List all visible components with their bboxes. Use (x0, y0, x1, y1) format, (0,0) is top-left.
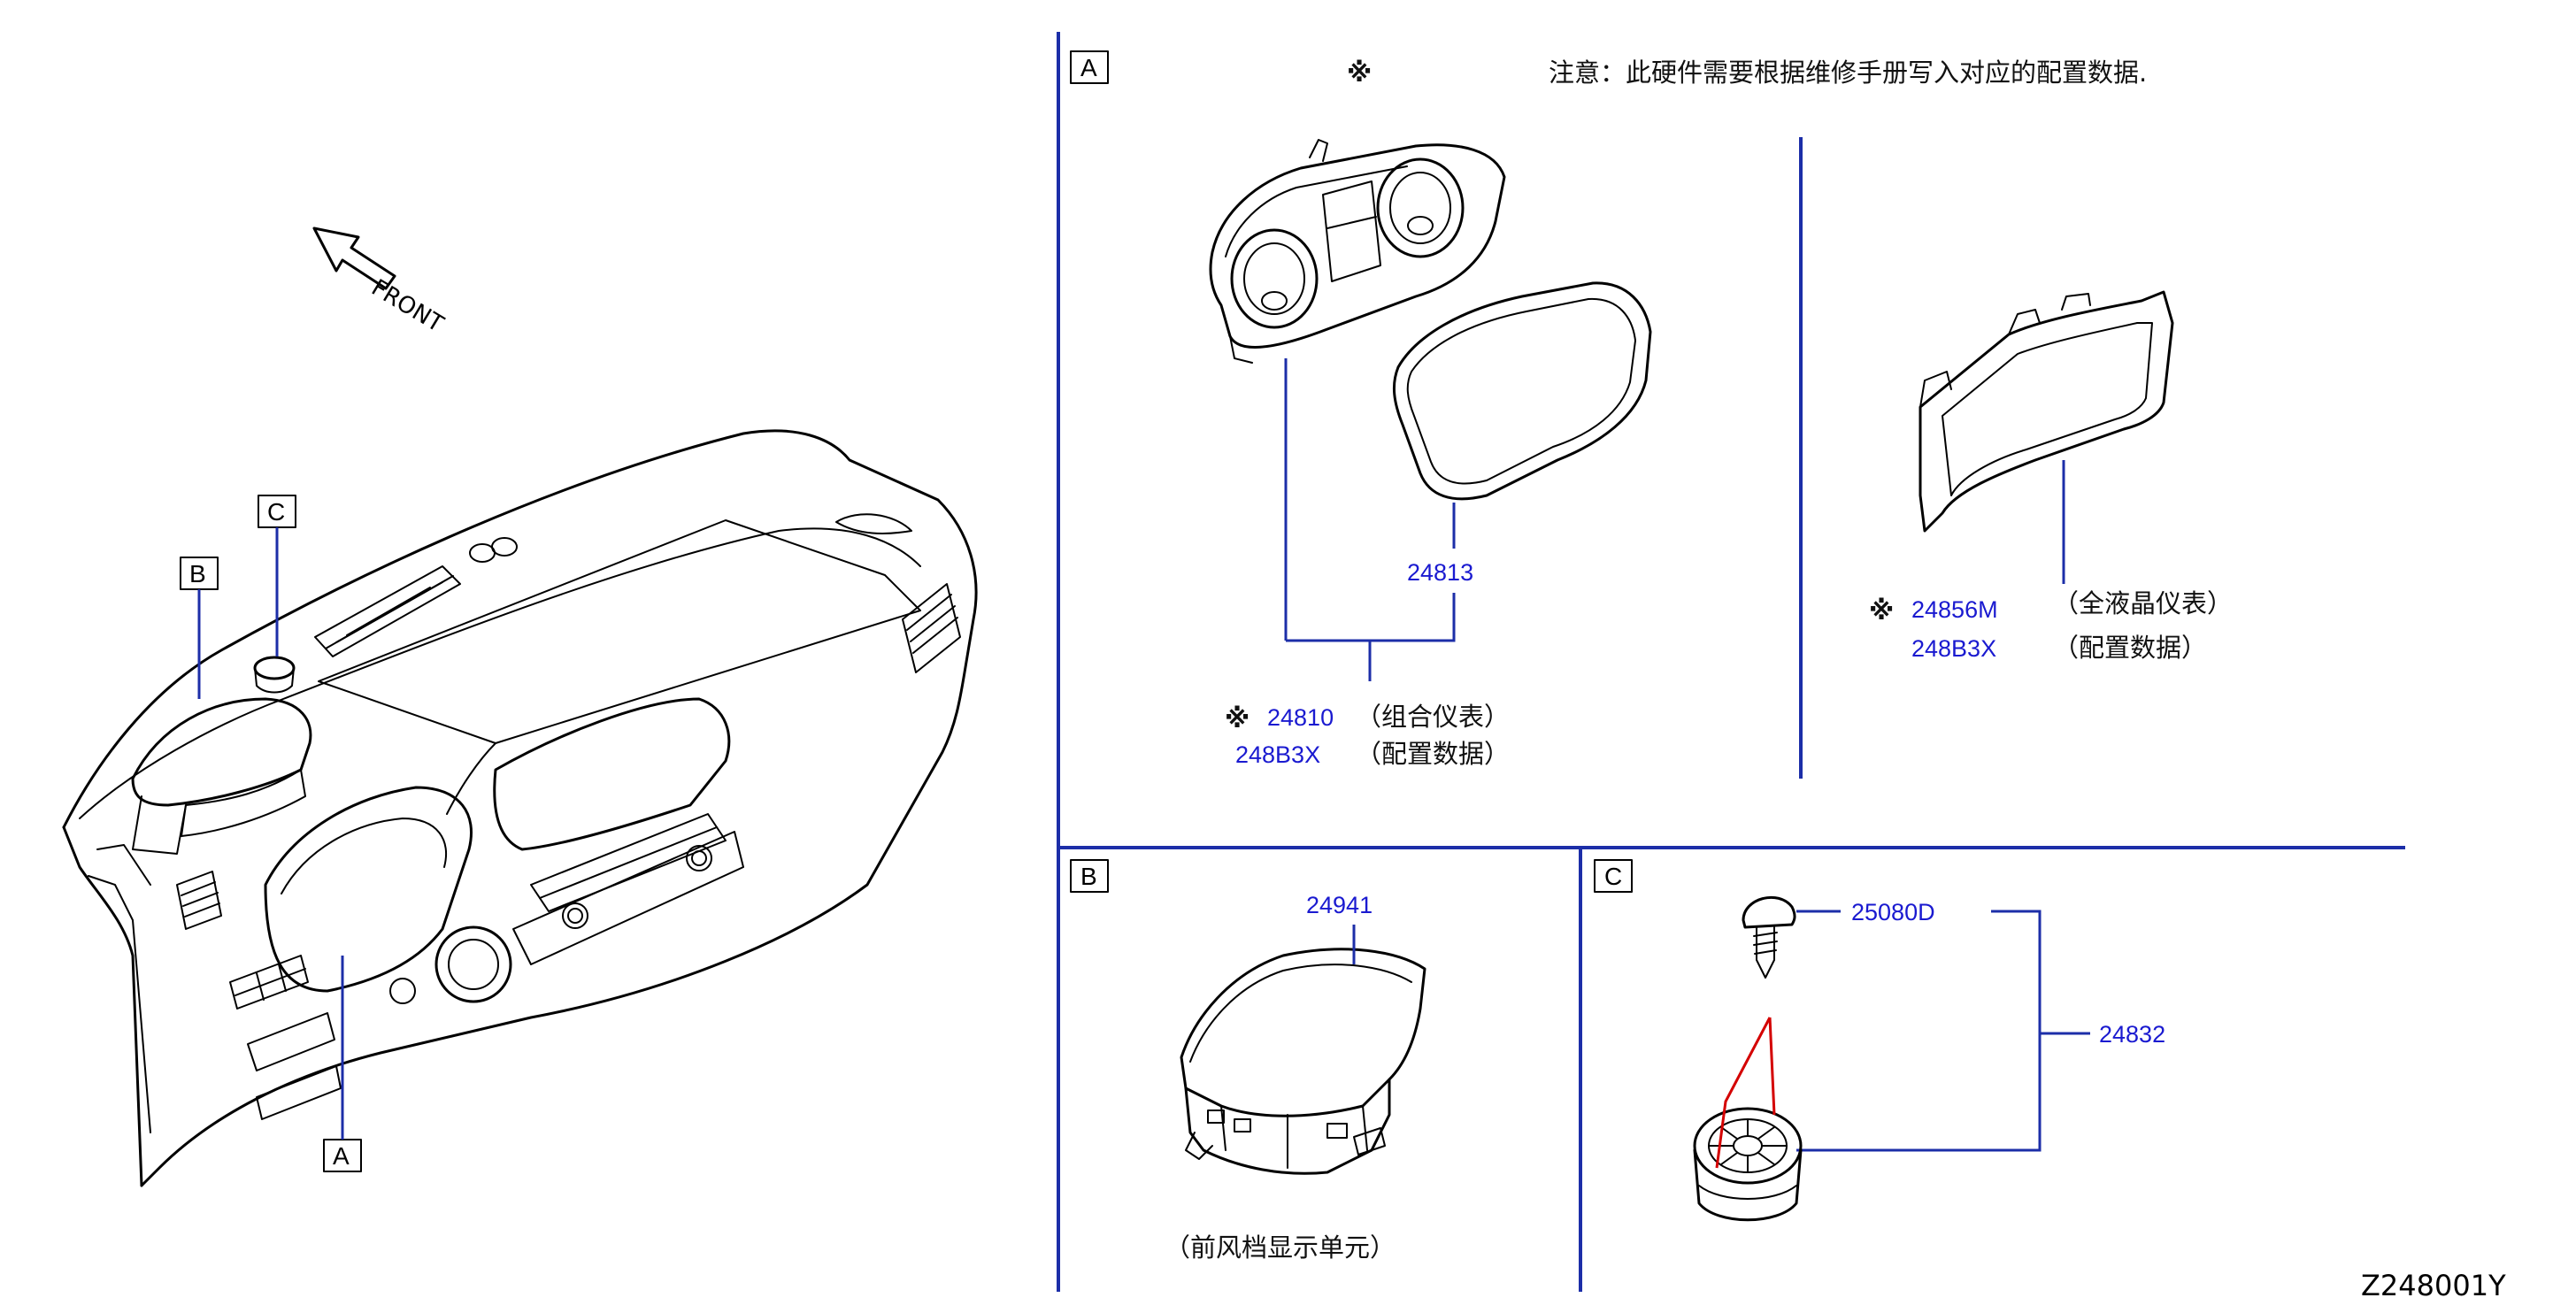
diagram-code: Z248001Y (2361, 1269, 2506, 1302)
part-248b3x-left: 248B3X (1235, 741, 1320, 768)
section-c-letter: C (1604, 863, 1622, 890)
combination-meter-illustration (1209, 139, 1506, 641)
callout-a: A (323, 956, 362, 1172)
section-c-leaders (1796, 910, 2090, 1152)
desc-24856m: （全液晶仪表） (2053, 588, 2233, 618)
mark-24856m: ※ (1869, 595, 1894, 626)
note-text: 注意：此硬件需要根据维修手册写入对应的配置数据. (1549, 58, 2147, 88)
dashboard-illustration (62, 429, 978, 1187)
desc-hud-unit: （前风档显示单元） (1165, 1232, 1396, 1263)
section-a-header: A ※ 注意：此硬件需要根据维修手册写入对应的配置数据. (1070, 50, 2147, 88)
section-b-letter: B (1080, 863, 1097, 890)
section-a-left-leaders (1286, 593, 1456, 681)
part-24856m: 24856M (1911, 596, 1998, 623)
front-label: FRONT (366, 274, 448, 338)
mark-24810: ※ (1225, 703, 1250, 733)
part-25080d: 25080D (1851, 899, 1935, 925)
part-24810: 24810 (1267, 704, 1334, 731)
speaker-illustration (1693, 1017, 1803, 1222)
desc-24810: （组合仪表） (1356, 702, 1510, 732)
callout-b: B (180, 557, 219, 699)
part-248b3x-right: 248B3X (1911, 635, 1996, 662)
section-b-header: B (1070, 859, 1109, 893)
callout-a-letter: A (333, 1142, 350, 1170)
callout-b-letter: B (189, 560, 206, 587)
callout-c-letter: C (267, 498, 285, 526)
part-24941: 24941 (1306, 892, 1373, 918)
part-24813: 24813 (1407, 559, 1473, 586)
hud-unit-illustration (1180, 925, 1426, 1175)
section-frame (1057, 32, 2405, 1292)
section-a-letter: A (1080, 54, 1097, 81)
desc-248b3x-right: （配置数据） (2053, 633, 2207, 663)
section-c-header: C (1594, 859, 1633, 893)
full-lcd-meter-illustration (1919, 290, 2174, 584)
desc-248b3x-left: （配置数据） (1356, 739, 1510, 769)
part-24832: 24832 (2099, 1021, 2165, 1048)
screw-illustration (1742, 895, 1841, 979)
callout-c: C (258, 495, 296, 656)
front-arrow: FRONT (312, 227, 448, 338)
meter-lens-illustration (1393, 281, 1652, 549)
note-symbol: ※ (1347, 58, 1372, 88)
